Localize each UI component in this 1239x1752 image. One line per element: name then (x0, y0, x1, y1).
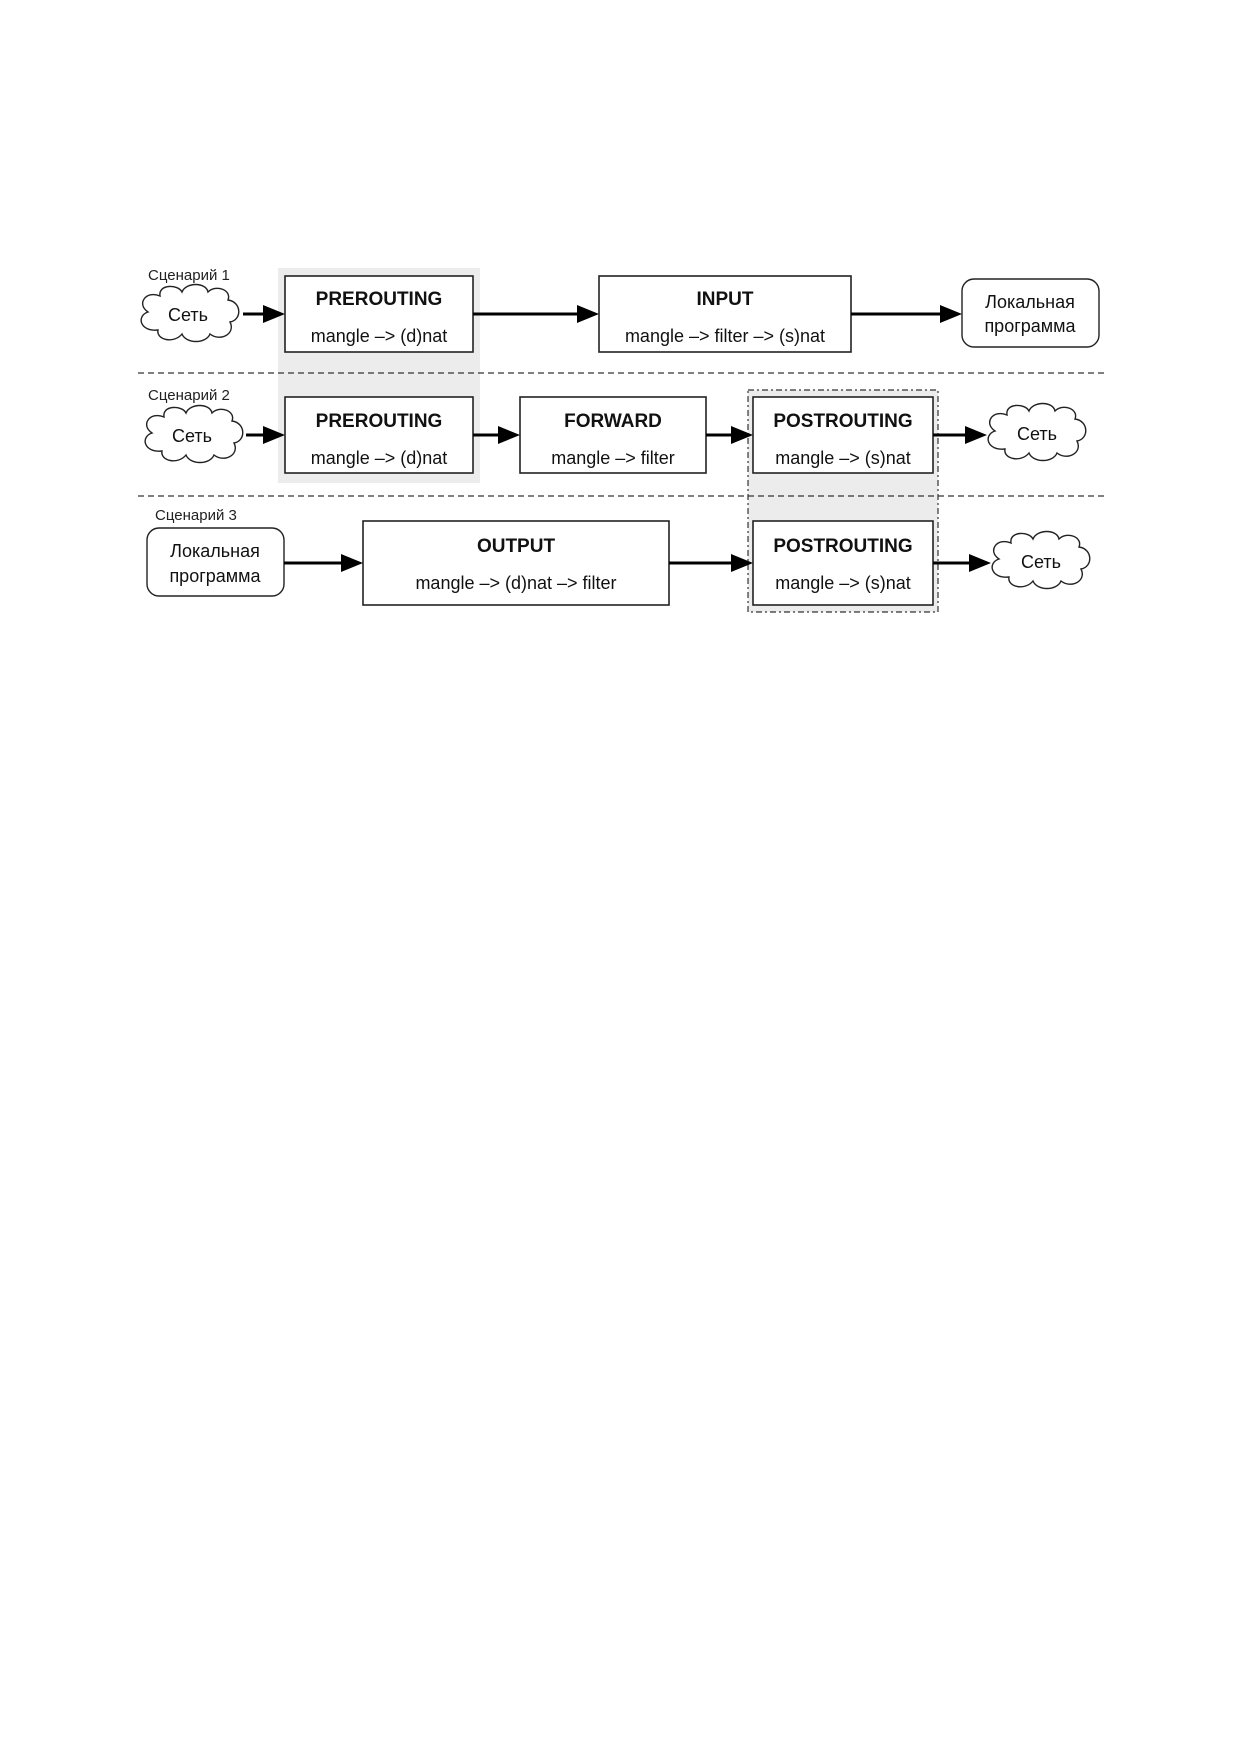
scenario-1-local-program: Локальная программа (961, 278, 1100, 348)
scenario-1-input-box: INPUT mangle –> filter –> (s)nat (598, 275, 852, 353)
local-program-line-2: программа (169, 566, 261, 586)
cloud-label: Сеть (172, 426, 212, 446)
scenario-1-label: Сценарий 1 (148, 267, 230, 284)
scenario-1: Сценарий 1 Сеть PREROUTING mangle –> (d)… (140, 267, 1100, 353)
scenario-3-label: Сценарий 3 (155, 507, 237, 524)
arrow-head (969, 554, 991, 572)
scenario-2-prerouting-box: PREROUTING mangle –> (d)nat (284, 396, 474, 474)
chain-title: INPUT (697, 289, 754, 310)
chain-tables: mangle –> (d)nat (311, 448, 448, 468)
cloud-label: Сеть (168, 305, 208, 325)
arrow-head (731, 426, 753, 444)
arrow-head (263, 305, 285, 323)
arrow-head (965, 426, 987, 444)
scenario-1-prerouting-box: PREROUTING mangle –> (d)nat (284, 275, 474, 353)
chain-title: POSTROUTING (773, 536, 912, 557)
postrouting-group-frame (747, 389, 939, 613)
chain-tables: mangle –> (s)nat (775, 448, 911, 468)
scenario-2-dest-cloud: Сеть (987, 402, 1087, 462)
chain-tables: mangle –> (d)nat (311, 326, 448, 346)
local-program-line-2: программа (984, 316, 1076, 336)
cloud-label: Сеть (1017, 424, 1057, 444)
chain-title: PREROUTING (316, 289, 443, 310)
chain-title: PREROUTING (316, 411, 443, 432)
arrow-head (498, 426, 520, 444)
scenario-2-label: Сценарий 2 (148, 387, 230, 404)
arrow-head (263, 426, 285, 444)
chain-title: POSTROUTING (773, 411, 912, 432)
local-program-line-1: Локальная (170, 541, 260, 561)
arrow-head (731, 554, 753, 572)
arrow-head (940, 305, 962, 323)
scenario-3-arrows (284, 554, 991, 572)
arrow-head (341, 554, 363, 572)
arrow-head (577, 305, 599, 323)
scenario-3-postrouting-box: POSTROUTING mangle –> (s)nat (752, 520, 934, 606)
scenario-2: Сценарий 2 Сеть PREROUTING mangle –> (d)… (144, 387, 1087, 474)
scenario-3-local-program: Локальная программа (146, 527, 285, 597)
chain-tables: mangle –> (s)nat (775, 573, 911, 593)
chain-title: FORWARD (564, 411, 662, 432)
scenario-2-postrouting-box: POSTROUTING mangle –> (s)nat (752, 396, 934, 474)
scenario-2-source-cloud: Сеть (144, 404, 244, 464)
chain-tables: mangle –> (d)nat –> filter (415, 573, 616, 593)
scenario-1-source-cloud: Сеть (140, 283, 240, 343)
chain-title: OUTPUT (477, 536, 556, 557)
scenario-2-forward-box: FORWARD mangle –> filter (519, 396, 707, 474)
chain-tables: mangle –> filter (551, 448, 675, 468)
scenario-1-arrows (243, 305, 962, 323)
scenario-3-dest-cloud: Сеть (991, 530, 1091, 590)
scenario-3-output-box: OUTPUT mangle –> (d)nat –> filter (362, 520, 670, 606)
scenario-2-arrows (246, 426, 987, 444)
scenario-3: Сценарий 3 Локальная программа OUTPUT ma… (146, 507, 1091, 606)
cloud-label: Сеть (1021, 552, 1061, 572)
chain-tables: mangle –> filter –> (s)nat (625, 326, 825, 346)
local-program-line-1: Локальная (985, 292, 1075, 312)
